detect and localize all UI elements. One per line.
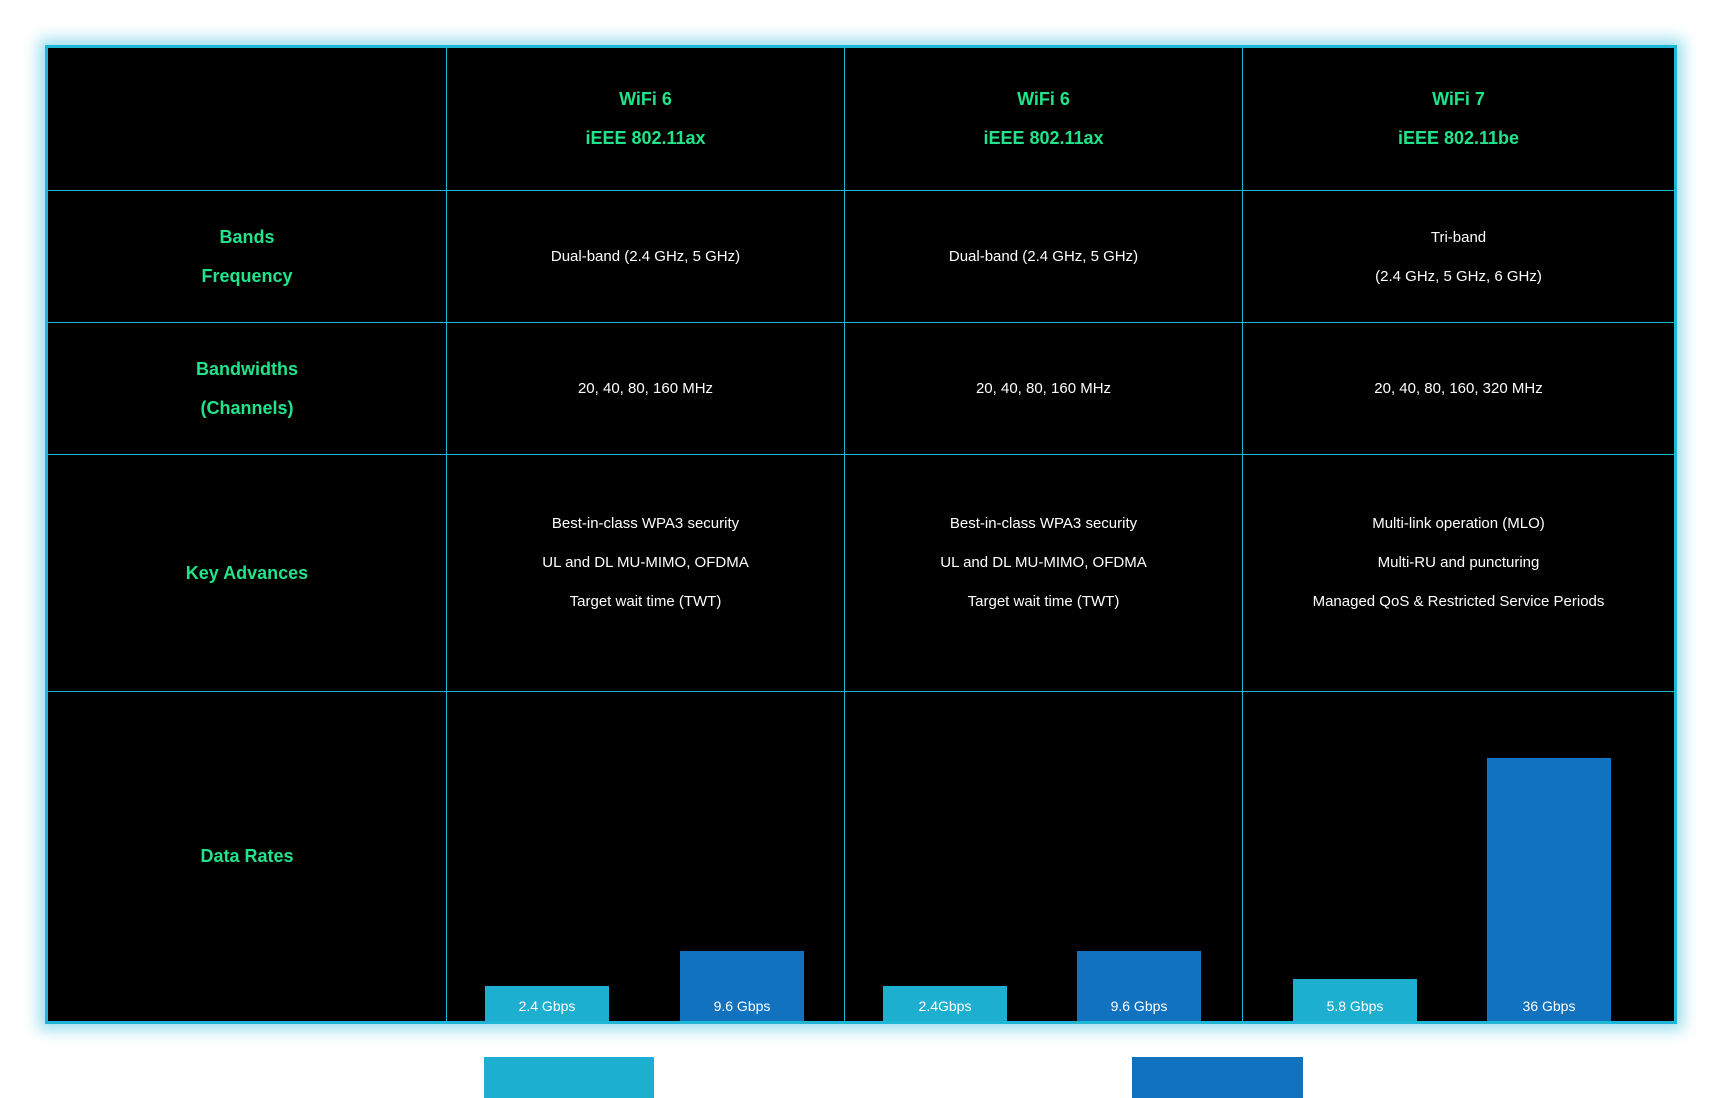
advances-cell-1: Best-in-class WPA3 security UL and DL MU… xyxy=(447,455,845,692)
advance-item: UL and DL MU-MIMO, OFDMA xyxy=(940,554,1147,571)
advance-item: Multi-RU and puncturing xyxy=(1377,554,1540,571)
row-label-bandwidths-line2: (Channels) xyxy=(200,397,294,418)
bandwidths-cell-1: 20, 40, 80, 160 MHz xyxy=(447,323,845,455)
data-rates-cell-3: 5.8 Gbps 36 Gbps xyxy=(1243,692,1674,1021)
header-col-2-standard: iEEE 802.11ax xyxy=(983,128,1104,148)
data-rate-bar: 9.6 Gbps xyxy=(1077,951,1201,1021)
bands-cell-3: Tri-band (2.4 GHz, 5 GHz, 6 GHz) xyxy=(1243,191,1674,323)
bandwidths-value: 20, 40, 80, 160, 320 MHz xyxy=(1374,380,1543,397)
bands-value-detail: (2.4 GHz, 5 GHz, 6 GHz) xyxy=(1375,267,1542,285)
bandwidths-cell-2: 20, 40, 80, 160 MHz xyxy=(845,323,1243,455)
advance-item: Best-in-class WPA3 security xyxy=(949,515,1138,532)
comparison-table: WiFi 6 iEEE 802.11ax WiFi 6 iEEE 802.11a… xyxy=(48,48,1674,1021)
data-rate-bar: 2.4 Gbps xyxy=(485,986,609,1021)
advances-cell-2: Best-in-class WPA3 security UL and DL MU… xyxy=(845,455,1243,692)
legend-swatch-light xyxy=(484,1057,654,1098)
row-label-bands-line1: Bands xyxy=(219,226,275,247)
header-col-2-title: WiFi 6 xyxy=(1017,89,1070,109)
row-label-data-rates: Data Rates xyxy=(48,692,447,1021)
header-col-1: WiFi 6 iEEE 802.11ax xyxy=(447,48,845,191)
row-label-bands-line2: Frequency xyxy=(201,265,293,286)
legend-swatch-dark xyxy=(1132,1057,1303,1098)
advance-item: Target wait time (TWT) xyxy=(967,593,1120,610)
data-rate-label: 5.8 Gbps xyxy=(1326,998,1384,1014)
row-label-bandwidths: Bandwidths (Channels) xyxy=(48,323,447,455)
data-rate-label: 9.6 Gbps xyxy=(1110,998,1168,1014)
comparison-table-frame: WiFi 6 iEEE 802.11ax WiFi 6 iEEE 802.11a… xyxy=(45,45,1677,1024)
bands-value: Tri-band xyxy=(1430,228,1487,246)
header-col-3-title: WiFi 7 xyxy=(1432,89,1485,109)
advance-item: Target wait time (TWT) xyxy=(569,593,722,610)
bar-group: 2.4 Gbps 9.6 Gbps xyxy=(447,692,844,1021)
header-col-3-standard: iEEE 802.11be xyxy=(1397,128,1520,148)
advance-item: Multi-link operation (MLO) xyxy=(1372,515,1545,532)
data-rate-bar: 9.6 Gbps xyxy=(680,951,804,1021)
bands-value: Dual-band (2.4 GHz, 5 GHz) xyxy=(550,248,741,265)
advance-item: Managed QoS & Restricted Service Periods xyxy=(1312,593,1605,610)
advance-item: Best-in-class WPA3 security xyxy=(551,515,740,532)
bands-value: Dual-band (2.4 GHz, 5 GHz) xyxy=(948,248,1139,265)
bar-group: 2.4Gbps 9.6 Gbps xyxy=(845,692,1242,1021)
data-rate-label: 2.4 Gbps xyxy=(518,998,576,1014)
bands-cell-2: Dual-band (2.4 GHz, 5 GHz) xyxy=(845,191,1243,323)
header-col-1-title: WiFi 6 xyxy=(619,89,672,109)
corner-cell xyxy=(48,48,447,191)
bar-group: 5.8 Gbps 36 Gbps xyxy=(1243,692,1674,1021)
data-rate-bar: 2.4Gbps xyxy=(883,986,1007,1021)
bandwidths-value: 20, 40, 80, 160 MHz xyxy=(975,380,1112,397)
data-rate-bar: 5.8 Gbps xyxy=(1293,979,1417,1021)
header-col-1-standard: iEEE 802.11ax xyxy=(585,128,706,148)
data-rates-cell-2: 2.4Gbps 9.6 Gbps xyxy=(845,692,1243,1021)
header-col-3: WiFi 7 iEEE 802.11be xyxy=(1243,48,1674,191)
data-rate-bar: 36 Gbps xyxy=(1487,758,1611,1021)
row-label-bandwidths-line1: Bandwidths xyxy=(196,358,298,379)
header-col-2: WiFi 6 iEEE 802.11ax xyxy=(845,48,1243,191)
row-label-key-advances: Key Advances xyxy=(48,455,447,692)
advance-item: UL and DL MU-MIMO, OFDMA xyxy=(542,554,749,571)
bandwidths-cell-3: 20, 40, 80, 160, 320 MHz xyxy=(1243,323,1674,455)
row-label-data-rates-text: Data Rates xyxy=(200,846,294,866)
row-label-key-advances-text: Key Advances xyxy=(185,562,309,583)
row-label-bands: Bands Frequency xyxy=(48,191,447,323)
data-rate-label: 9.6 Gbps xyxy=(713,998,771,1014)
bandwidths-value: 20, 40, 80, 160 MHz xyxy=(577,380,714,397)
bands-cell-1: Dual-band (2.4 GHz, 5 GHz) xyxy=(447,191,845,323)
advances-cell-3: Multi-link operation (MLO) Multi-RU and … xyxy=(1243,455,1674,692)
data-rate-label: 36 Gbps xyxy=(1522,998,1576,1014)
data-rates-cell-1: 2.4 Gbps 9.6 Gbps xyxy=(447,692,845,1021)
data-rate-label: 2.4Gbps xyxy=(918,998,972,1014)
